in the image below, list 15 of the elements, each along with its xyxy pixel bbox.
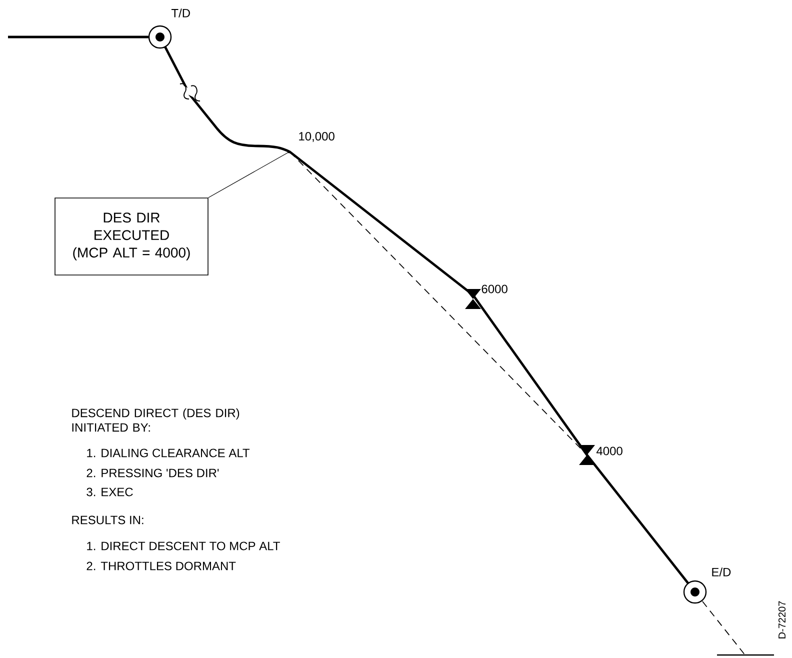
list-item: 2. THROTTLES DORMANT: [86, 562, 236, 570]
callout-box: DES DIR EXECUTED (MCP ALT = 4000): [54, 198, 208, 276]
point-label: T/D: [171, 8, 190, 18]
list-item: 1. DIALING CLEARANCE ALT: [87, 448, 250, 458]
altitude-label: 6000: [482, 284, 508, 294]
list-item: 1. DIRECT DESCENT TO MCP ALT: [87, 542, 280, 550]
leader-line: [208, 152, 290, 198]
list-item: 2. PRESSING 'DES DIR': [86, 468, 219, 478]
list-item: 3. EXEC: [86, 488, 133, 496]
figure-number: D-72207: [778, 601, 786, 638]
note-heading: RESULTS IN:: [72, 516, 144, 524]
note-heading: DESCEND DIRECT (DES DIR) INITIATED BY:: [72, 408, 240, 432]
point-label: E/D: [712, 568, 731, 576]
altitude-label: 10,000: [299, 132, 334, 142]
altitude-label: 4000: [596, 446, 622, 456]
